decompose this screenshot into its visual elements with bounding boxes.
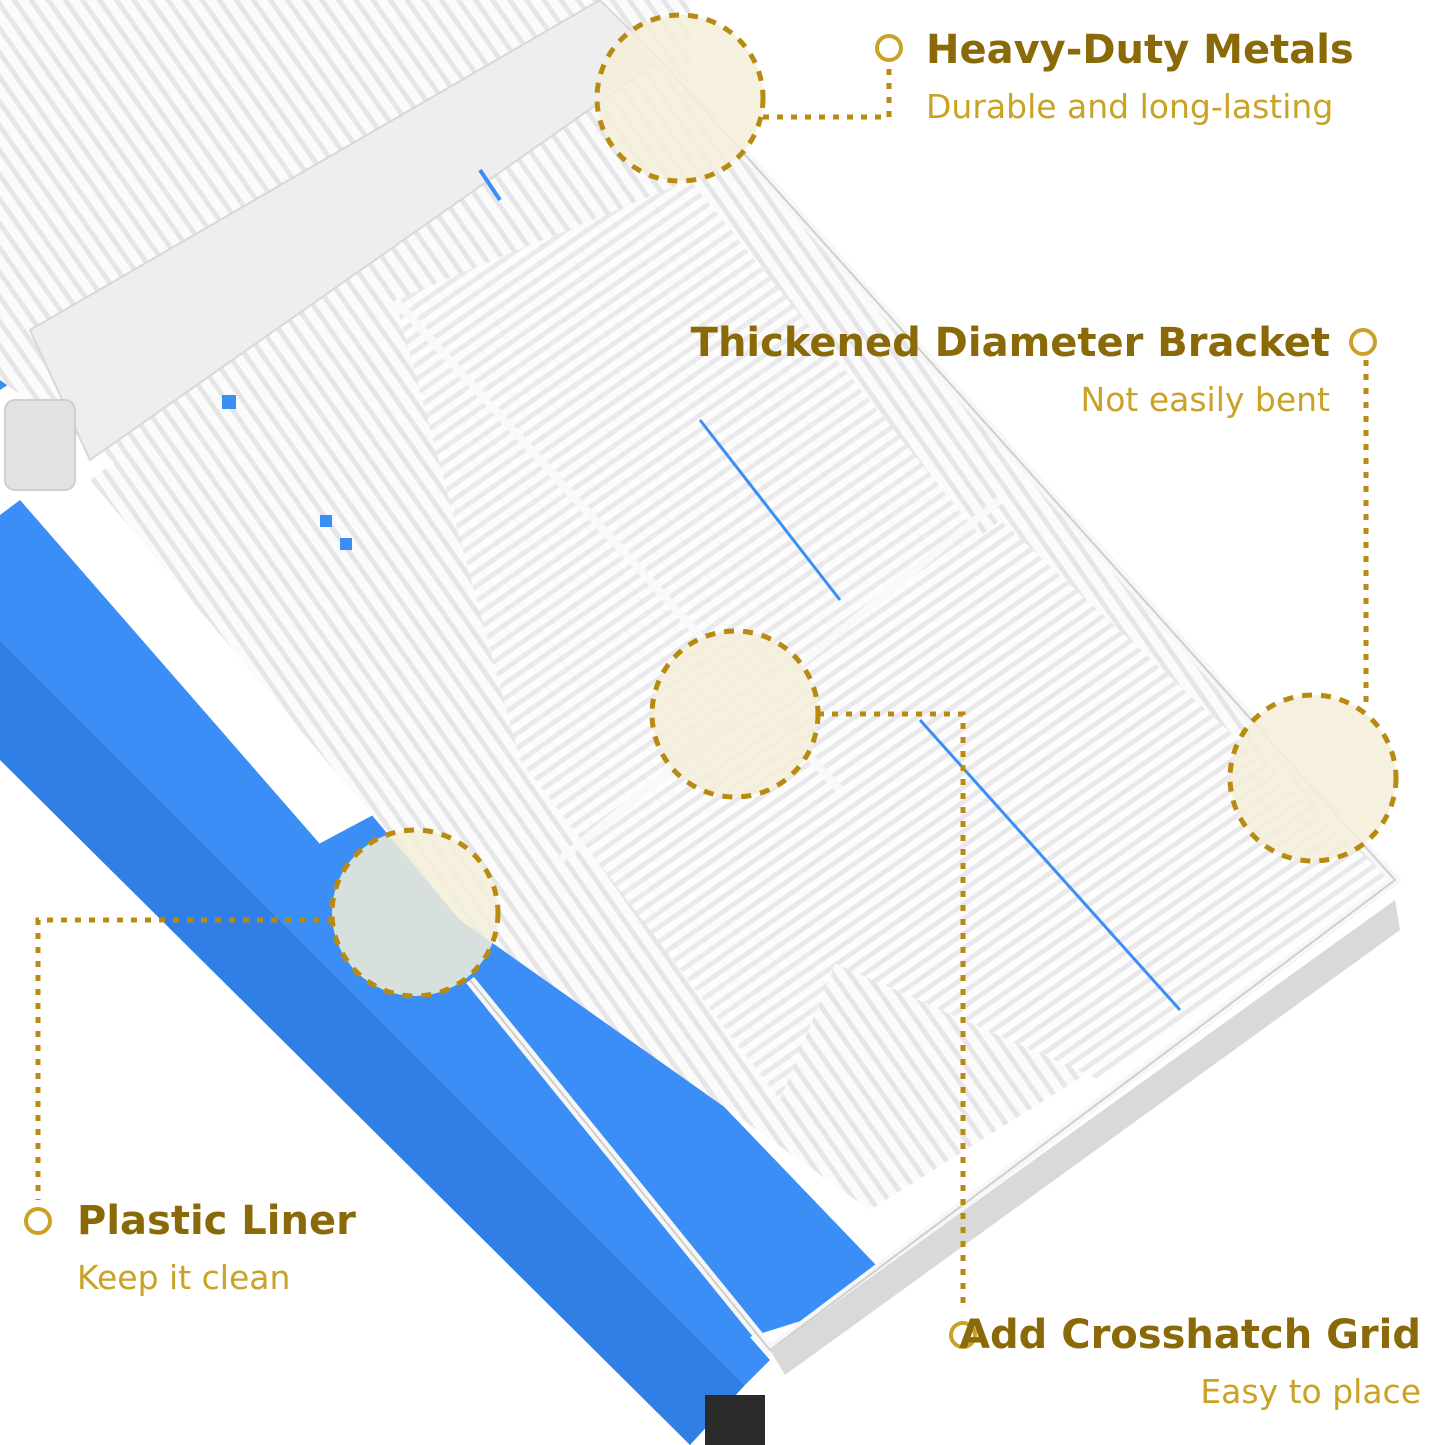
- liner-highlight-circle: [329, 827, 501, 999]
- callout-title: Add Crosshatch Grid: [959, 1312, 1421, 1358]
- callout-title: Thickened Diameter Bracket: [690, 320, 1330, 366]
- callout-subtitle: Easy to place: [1200, 1372, 1421, 1411]
- callout-heavy-duty-metals: Heavy-Duty Metals Durable and long-lasti…: [926, 26, 1354, 128]
- bracket-marker-icon: [1349, 328, 1377, 356]
- callout-title: Heavy-Duty Metals: [926, 27, 1354, 73]
- callout-plastic-liner: Plastic Liner Keep it clean: [77, 1197, 356, 1299]
- callout-subtitle: Keep it clean: [77, 1258, 291, 1297]
- callout-thickened-diameter-bracket: Thickened Diameter Bracket Not easily be…: [691, 319, 1330, 421]
- grid-marker-icon: [949, 1321, 977, 1349]
- highlight-circles: [329, 12, 1399, 999]
- leader-lines: [35, 68, 1369, 1310]
- metals-highlight-circle: [594, 12, 766, 184]
- metals-marker-icon: [875, 34, 903, 62]
- liner-marker-icon: [24, 1207, 52, 1235]
- callout-subtitle: Not easily bent: [1080, 380, 1330, 419]
- callout-title: Plastic Liner: [77, 1198, 356, 1244]
- callout-add-crosshatch-grid: Add Crosshatch Grid Easy to place: [959, 1311, 1421, 1413]
- bracket-highlight-circle: [1227, 692, 1399, 864]
- grid-highlight-circle: [649, 628, 821, 800]
- callout-subtitle: Durable and long-lasting: [926, 87, 1334, 126]
